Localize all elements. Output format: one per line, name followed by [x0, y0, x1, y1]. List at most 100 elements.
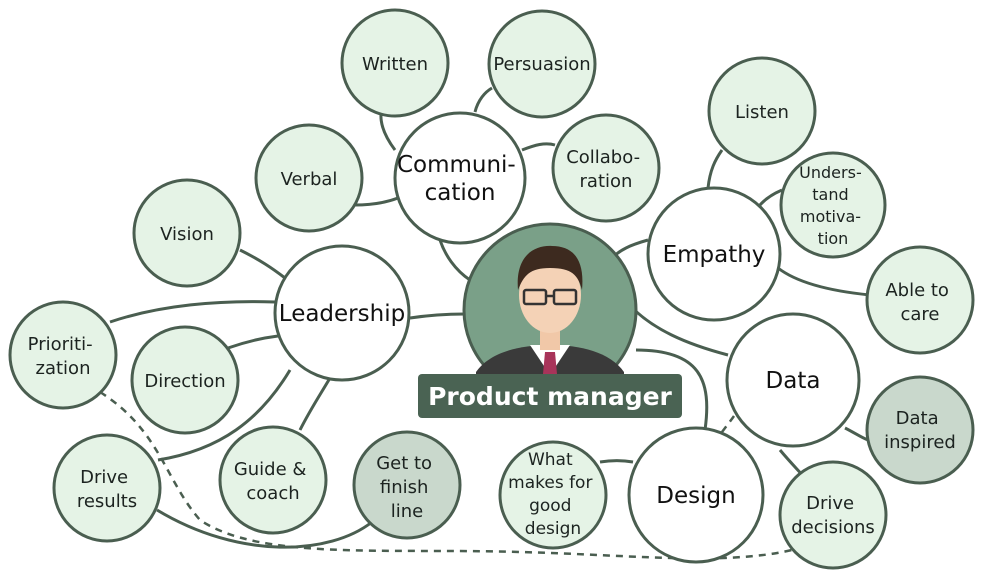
leaf-node-direction: Direction [130, 325, 240, 435]
node-label-line: Get to [376, 453, 432, 474]
node-circle [707, 56, 817, 166]
node-label-line: Empathy [663, 242, 766, 268]
leaf-node-understand-motivation: Unders- tand motiva- tion [779, 151, 887, 259]
node-label-line: cation [425, 180, 496, 206]
node-label: Unders- tand motiva- tion [799, 163, 867, 248]
node-label: Able to care [885, 280, 954, 325]
node-label-line: Written [362, 54, 428, 75]
connector [706, 149, 724, 189]
main-node-design: Design [627, 426, 765, 564]
node-label-line: Unders- [799, 163, 862, 182]
node-label: Leadership [279, 301, 405, 327]
connector [298, 377, 332, 431]
node-circle [865, 375, 975, 485]
leaf-node-written: Written [340, 8, 450, 118]
node-label-line: Drive [80, 467, 128, 488]
dashed-connector [721, 409, 740, 433]
node-label-line: motiva- [800, 207, 861, 226]
node-label: Data inspired [884, 408, 956, 453]
node-label-line: makes for [508, 473, 592, 493]
node-label-line: Collabo- [566, 147, 640, 168]
node-label-line: line [391, 501, 423, 522]
node-label: Communi- cation [397, 152, 523, 206]
node-label-line: Vision [160, 224, 214, 245]
main-node-leadership: Leadership [273, 244, 411, 382]
node-circle [273, 244, 411, 382]
node-label: Drive results [77, 467, 137, 512]
node-circle [52, 433, 162, 543]
node-circle [352, 430, 462, 540]
leaf-node-data-inspired: Data inspired [865, 375, 975, 485]
connector [354, 196, 399, 207]
dashed-connectors [99, 390, 811, 560]
connector [409, 312, 466, 320]
leaf-node-persuasion: Persuasion [487, 9, 597, 119]
node-label: Empathy [663, 242, 766, 268]
node-circle [725, 312, 861, 448]
node-label-line: zation [36, 358, 91, 379]
node-label-line: Able to [885, 280, 949, 301]
node-label: Design [656, 483, 735, 509]
node-label-line: Persuasion [493, 54, 590, 75]
node-label-line: coach [246, 483, 299, 504]
node-label: Get to finish line [376, 453, 438, 522]
node-label-line: Drive [806, 493, 854, 514]
node-label-line: Verbal [281, 169, 338, 190]
leaf-node-drive-results: Drive results [52, 433, 162, 543]
node-label-line: Data [896, 408, 939, 429]
leaf-node-prioritization: Prioriti- zation [8, 300, 118, 410]
node-circle [254, 123, 364, 233]
leaf-node-vision: Vision [132, 178, 242, 288]
leaf-node-good-design: What makes for good design [498, 440, 608, 550]
node-label-line: finish [380, 477, 429, 498]
node-label-line: results [77, 491, 137, 512]
node-circle [779, 151, 887, 259]
leaf-node-drive-decisions: Drive decisions [778, 460, 888, 570]
node-label-line: What [528, 450, 573, 470]
connector [438, 239, 471, 282]
main-node-empathy: Empathy [646, 186, 782, 322]
connector [521, 142, 556, 152]
node-label-line: ration [580, 171, 633, 192]
node-label-line: Listen [735, 102, 789, 123]
node-label-line: Data [766, 368, 821, 394]
node-label: Direction [144, 371, 225, 392]
leaf-node-get-to-finish-line: Get to finish line [352, 430, 462, 540]
node-circle [487, 9, 597, 119]
leaf-node-verbal: Verbal [254, 123, 364, 233]
node-label: Guide & coach [234, 459, 312, 504]
connector [635, 348, 709, 431]
main-node-communication: Communi- cation [393, 111, 527, 245]
leaf-node-listen: Listen [707, 56, 817, 166]
node-circle [132, 178, 242, 288]
connector [599, 459, 634, 464]
node-label-line: Leadership [279, 301, 405, 327]
node-label-line: tand [812, 185, 848, 204]
node-circle [218, 425, 328, 535]
banner-background [418, 374, 682, 418]
connector [758, 188, 783, 207]
connector [239, 248, 286, 280]
connector [844, 426, 869, 442]
connector [227, 334, 279, 350]
node-circle [778, 460, 888, 570]
leaf-node-guide-coach: Guide & coach [218, 425, 328, 535]
main-node-data: Data [725, 312, 861, 448]
node-circle [8, 300, 118, 410]
node-label: Collabo- ration [566, 147, 646, 192]
connector [473, 86, 493, 113]
center-banner: Product manager [418, 374, 682, 418]
node-label-line: decisions [791, 517, 875, 538]
connector [109, 300, 276, 324]
node-circle [551, 113, 661, 223]
node-label: Persuasion [493, 54, 590, 75]
node-label: Written [362, 54, 428, 75]
node-label-line: inspired [884, 432, 956, 453]
product-manager-avatar [462, 222, 638, 398]
banner-label: Product manager [428, 382, 672, 411]
node-label-line: care [900, 304, 939, 325]
node-label: What makes for good design [508, 450, 598, 539]
node-label-line: Communi- [397, 152, 516, 178]
